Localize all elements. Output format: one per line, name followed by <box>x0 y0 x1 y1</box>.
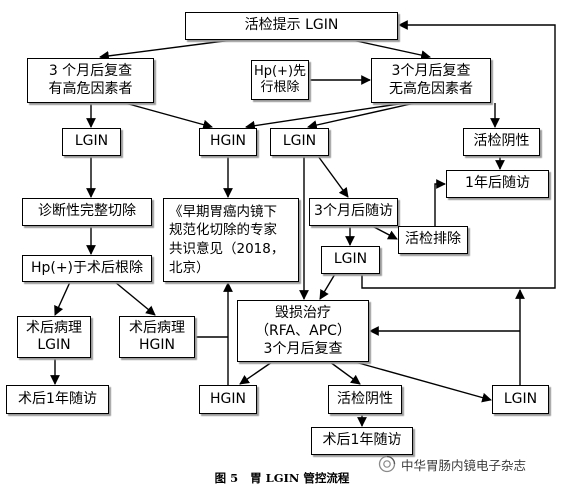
box-lgin-left: LGIN <box>62 128 121 156</box>
figure-caption: 图 5 胃 LGIN 管控流程 <box>0 470 564 486</box>
box-line: HGIN <box>210 133 246 150</box>
box-postop-1year-bottom: 术后1年随访 <box>311 427 413 455</box>
box-line: LGIN <box>503 390 538 407</box>
box-line: 3个月后复查 <box>263 341 343 358</box>
arrow-a-to-d <box>351 39 431 60</box>
box-line: 3个月后复查 <box>391 63 471 79</box>
arrow-k-to-m <box>371 225 398 240</box>
arrow-r-to-u <box>329 361 361 385</box>
box-line: 术后病理 <box>129 319 185 336</box>
arrow-o-to-q <box>114 281 156 316</box>
arrow-o-to-p <box>54 281 71 316</box>
box-line: 《早期胃癌内镜下 <box>169 203 277 220</box>
box-line: HGIN <box>210 390 246 407</box>
box-hgin-top: HGIN <box>199 128 257 156</box>
watermark: 中华胃肠内镜电子杂志 <box>378 454 526 474</box>
box-line: 活检阴性 <box>473 133 530 150</box>
figure-number: 图 5 <box>214 471 239 485</box>
box-line: LGIN <box>333 251 368 268</box>
box-biopsy-negative-top: 活检阴性 <box>463 128 540 156</box>
box-postop-pathology-lgin: 术后病理 LGIN <box>17 316 91 358</box>
box-postop-pathology-hgin: 术后病理 HGIN <box>119 316 195 358</box>
arrow-b-to-f <box>124 102 213 130</box>
box-line: Hp(+)先 <box>253 63 307 79</box>
box-no-high-risk-followup: 3个月后复查 无高危因素者 <box>371 58 491 103</box>
box-ablation-therapy: 毁损治疗 （RFA、APC） 3个月后复查 <box>237 300 369 362</box>
figure-title: 胃 LGIN 管控流程 <box>250 471 350 485</box>
box-line: 1年后随访 <box>465 175 530 192</box>
box-biopsy-lgin: 活检提示 LGIN <box>185 12 398 40</box>
box-hgin-bottom: HGIN <box>199 385 257 414</box>
box-line: LGIN <box>282 133 317 150</box>
box-line: 术后病理 <box>26 319 82 336</box>
box-line: 行根除 <box>260 80 300 95</box>
arrow-m-to-l <box>434 179 446 226</box>
arrow-a-to-b <box>99 39 233 61</box>
box-consensus-reference: 《早期胃癌内镜下 规范化切除的专家 共识意见（2018， 北京） <box>163 198 299 282</box>
box-line: 共识意见（2018， <box>169 241 285 257</box>
box-line: 规范化切除的专家 <box>169 222 277 239</box>
arrow-g-to-k <box>317 155 349 198</box>
box-line: Hp(+)于术后根除 <box>30 259 144 276</box>
box-postop-1year-left: 术后1年随访 <box>6 385 109 414</box>
box-high-risk-followup: 3 个月后复查 有高危因素者 <box>27 58 154 103</box>
box-diagnostic-resection: 诊断性完整切除 <box>22 198 152 226</box>
box-hp-postop-eradication: Hp(+)于术后根除 <box>22 255 152 282</box>
box-lgin-right: LGIN <box>321 246 380 274</box>
box-line: 有高危因素者 <box>48 80 133 97</box>
box-3month-followup: 3个月后随访 <box>309 198 398 226</box>
arrow-d-to-f <box>245 102 406 131</box>
box-line: （RFA、APC） <box>255 322 351 339</box>
box-line: 诊断性完整切除 <box>38 203 136 220</box>
box-biopsy-negative-bottom: 活检阴性 <box>328 385 402 414</box>
box-biopsy-exclusion: 活检排除 <box>398 226 468 254</box>
box-hp-eradication-first: Hp(+)先 行根除 <box>251 60 309 100</box>
box-line: HGIN <box>139 337 175 353</box>
box-line: 毁损治疗 <box>275 304 331 321</box>
arrow-n-to-r <box>319 273 336 300</box>
box-1year-followup: 1年后随访 <box>446 170 549 198</box>
box-line: 3 个月后复查 <box>48 63 133 79</box>
box-line: 活检排除 <box>405 231 461 248</box>
box-line: 北京） <box>169 259 210 276</box>
box-line: 活检提示 LGIN <box>244 17 339 34</box>
arrow-r-to-t <box>239 361 273 385</box>
arrow-d-to-g <box>307 102 416 130</box>
watermark-text: 中华胃肠内镜电子杂志 <box>401 457 527 473</box>
box-line: LGIN <box>74 133 109 150</box>
box-line: 无高危因素者 <box>389 80 473 97</box>
box-lgin-middle: LGIN <box>270 128 329 156</box>
arrow-r-to-v <box>354 361 492 403</box>
box-line: 3个月后随访 <box>314 203 393 220</box>
wechat-account-icon <box>378 455 396 473</box>
box-line: 术后1年随访 <box>322 432 402 449</box>
box-line: 术后1年随访 <box>18 390 97 407</box>
box-line: LGIN <box>37 337 71 353</box>
box-line: 活检阴性 <box>337 390 393 407</box>
arrow-loop-to-a <box>361 20 556 289</box>
box-lgin-bottom: LGIN <box>492 385 549 414</box>
